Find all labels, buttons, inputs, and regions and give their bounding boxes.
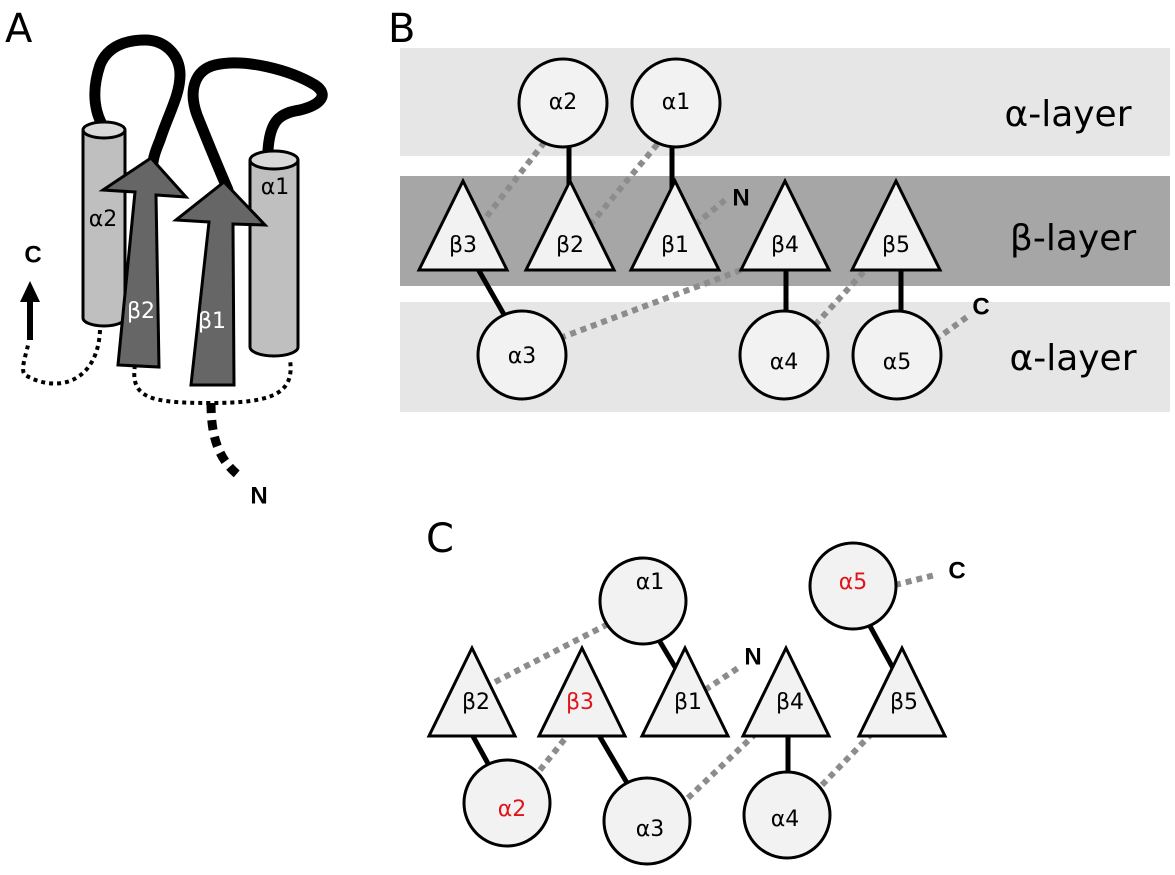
b-helix-a4-label: α4 (770, 350, 799, 375)
helix-a1: α1 (248, 149, 300, 358)
panel-a-letter: A (5, 6, 33, 52)
c-helix-a3 (602, 776, 692, 866)
b-dash-a3-b4 (558, 260, 762, 341)
panel-c-c-terminus: C (948, 557, 965, 584)
panel-c-n-terminus: N (744, 643, 761, 670)
panel-b-c-terminus: C (972, 293, 989, 320)
panel-c: C β2 β3 β1 β4 β5 α1 α5 α2 α3 α4 (426, 516, 966, 866)
strand-b2-label: β2 (127, 299, 155, 324)
c-strand-b1 (639, 644, 731, 738)
c-dash-b1-n (703, 665, 740, 693)
panel-a-n-terminus: N (250, 482, 267, 509)
b-helix-a1-label: α1 (662, 90, 691, 115)
b-strand-b2 (523, 177, 617, 272)
loop-a2-b2 (89, 34, 186, 181)
b-dash-b3-a2 (477, 133, 553, 227)
helix-a1-label: α1 (261, 175, 290, 200)
panel-b: B α-layer β-layer α-layer β3 β2 β1 β4 β5 (388, 6, 1170, 412)
b-strand-b1 (628, 177, 722, 272)
c-dash-a5-c (894, 572, 936, 588)
b-strand-b5-label: β5 (882, 233, 910, 258)
c-helix-a5 (808, 541, 898, 631)
b-dash-b2-a1 (587, 133, 668, 227)
b-strand-b2-label: β2 (556, 233, 584, 258)
b-strand-b4-label: β4 (771, 233, 799, 258)
c-helix-a1 (598, 556, 688, 646)
c-helix-a4 (742, 770, 832, 860)
b-strand-b3-label: β3 (449, 233, 477, 258)
c-arrow-head (20, 281, 40, 302)
c-helix-a2-label: α2 (498, 797, 527, 822)
connector-n-terminus (206, 402, 241, 479)
strand-b2: β2 (98, 156, 190, 369)
c-helix-a3-label: α3 (636, 817, 665, 842)
panel-c-letter: C (426, 516, 454, 562)
loop-b1-a1 (187, 57, 328, 196)
c-strand-b4 (740, 644, 832, 738)
b-strand-b1-label: β1 (661, 233, 689, 258)
b-helix-a4 (738, 309, 830, 401)
b-strand-b4 (738, 177, 832, 272)
c-helix-a4-label: α4 (771, 807, 800, 832)
b-helix-a2-label: α2 (549, 90, 578, 115)
c-strand-b4-label: β4 (776, 690, 804, 715)
c-strand-b5-label: β5 (890, 690, 918, 715)
c-dash-a3-b4 (685, 715, 775, 801)
strand-b1-label: β1 (198, 309, 226, 334)
c-strand-b3-label: β3 (566, 690, 594, 715)
b-strand-b3 (416, 177, 510, 272)
strand-b1: β1 (171, 179, 269, 387)
c-strand-b3 (536, 644, 628, 738)
c-helix-a5-label: α5 (839, 570, 868, 595)
c-strand-b5 (856, 644, 948, 738)
b-helix-a2 (517, 57, 609, 149)
c-helix-a1-label: α1 (636, 570, 665, 595)
b-helix-a3 (476, 309, 568, 401)
b-helix-a5-label: α5 (883, 350, 912, 375)
b-helix-a3-label: α3 (508, 344, 537, 369)
helix-a2-label: α2 (89, 207, 118, 232)
beta-layer-label: β-layer (1010, 218, 1136, 259)
c-strand-b2 (426, 644, 518, 738)
b-helix-a5 (851, 309, 943, 401)
panel-b-n-terminus: N (732, 184, 749, 211)
c-strand-b2-label: β2 (462, 690, 490, 715)
panel-b-letter: B (388, 6, 415, 52)
alpha-layer-top-label: α-layer (1004, 94, 1131, 135)
connector-a2-c (21, 329, 102, 386)
c-strand-b1-label: β1 (674, 690, 702, 715)
panel-a-c-terminus: C (24, 241, 41, 268)
helix-a2: α2 (81, 120, 127, 328)
alpha-layer-bottom-label: α-layer (1009, 338, 1136, 379)
c-helix-a2 (462, 758, 552, 848)
b-helix-a1 (630, 57, 722, 149)
b-strand-b5 (849, 177, 943, 272)
b-dash-a4-b5 (812, 262, 873, 328)
panel-a: A α2 α1 β2 β1 (5, 6, 328, 509)
